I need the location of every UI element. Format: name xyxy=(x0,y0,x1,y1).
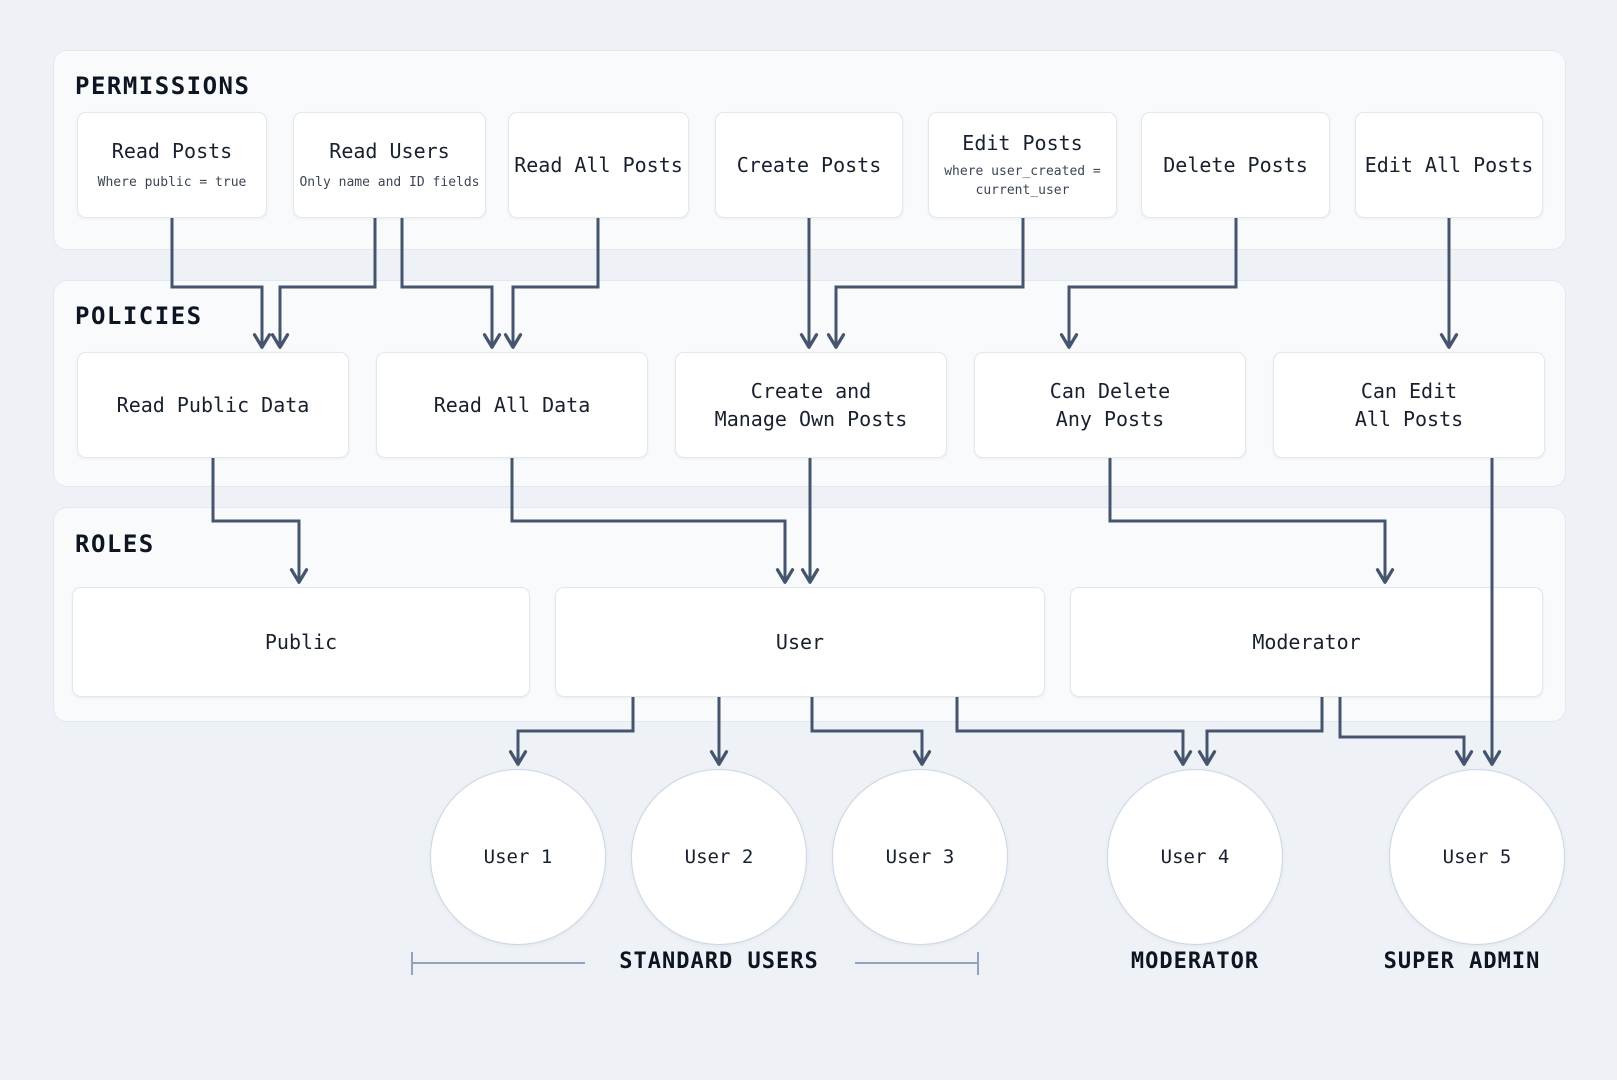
node-label: Can Delete Any Posts xyxy=(1049,379,1171,431)
user-label: User 1 xyxy=(483,846,553,868)
role-box-user: User xyxy=(555,587,1045,697)
node-label: Create Posts xyxy=(736,153,882,177)
policy-box-create-manage-own-posts: Create and Manage Own Posts xyxy=(675,352,947,458)
node-label: Read Users xyxy=(329,139,450,164)
user-circle-2: User 2 xyxy=(631,769,807,945)
node-label: Edit Posts xyxy=(962,131,1083,156)
node-label: User xyxy=(775,630,825,654)
permission-box-create-posts: Create Posts xyxy=(715,112,903,218)
node-label: Read Posts xyxy=(111,139,233,164)
user-circle-1: User 1 xyxy=(430,769,606,945)
group-label-standard-users: STANDARD USERS xyxy=(619,949,819,974)
user-label: User 4 xyxy=(1160,846,1230,868)
node-label: Can Edit All Posts xyxy=(1354,379,1464,431)
node-subtext: Where public = true xyxy=(97,175,247,191)
permission-box-delete-posts: Delete Posts xyxy=(1141,112,1330,218)
permission-box-edit-posts: Edit Posts where user_created = current_… xyxy=(928,112,1117,218)
policy-box-read-public-data: Read Public Data xyxy=(77,352,349,458)
node-subtext: where user_created = current_user xyxy=(944,164,1101,198)
node-label: Delete Posts xyxy=(1163,153,1308,177)
user-circle-3: User 3 xyxy=(832,769,1008,945)
permission-box-edit-all-posts: Edit All Posts xyxy=(1355,112,1543,218)
role-box-public: Public xyxy=(72,587,530,697)
permissions-title: PERMISSIONS xyxy=(75,72,251,100)
permission-box-read-posts: Read Posts Where public = true xyxy=(77,112,267,218)
group-label-moderator: MODERATOR xyxy=(1130,949,1260,974)
user-label: User 5 xyxy=(1442,846,1512,868)
node-label: Create and Manage Own Posts xyxy=(714,379,908,431)
user-circle-5: User 5 xyxy=(1389,769,1565,945)
roles-title: ROLES xyxy=(75,530,155,558)
node-label: Read All Data xyxy=(433,393,591,417)
user-circle-4: User 4 xyxy=(1107,769,1283,945)
node-subtext: Only name and ID fields xyxy=(299,175,480,191)
user-label: User 3 xyxy=(885,846,955,868)
policy-box-can-edit-all-posts: Can Edit All Posts xyxy=(1273,352,1545,458)
node-label: Read All Posts xyxy=(514,153,683,177)
node-label: Moderator xyxy=(1252,630,1361,654)
policy-box-read-all-data: Read All Data xyxy=(376,352,648,458)
permission-box-read-all-posts: Read All Posts xyxy=(508,112,689,218)
user-label: User 2 xyxy=(684,846,754,868)
policies-title: POLICIES xyxy=(75,302,203,330)
policy-box-can-delete-any-posts: Can Delete Any Posts xyxy=(974,352,1246,458)
role-box-moderator: Moderator xyxy=(1070,587,1543,697)
permission-box-read-users: Read Users Only name and ID fields xyxy=(293,112,486,218)
node-label: Public xyxy=(264,630,338,654)
node-label: Edit All Posts xyxy=(1364,153,1534,177)
group-label-super-admin: SUPER ADMIN xyxy=(1383,949,1541,974)
node-label: Read Public Data xyxy=(116,393,310,417)
